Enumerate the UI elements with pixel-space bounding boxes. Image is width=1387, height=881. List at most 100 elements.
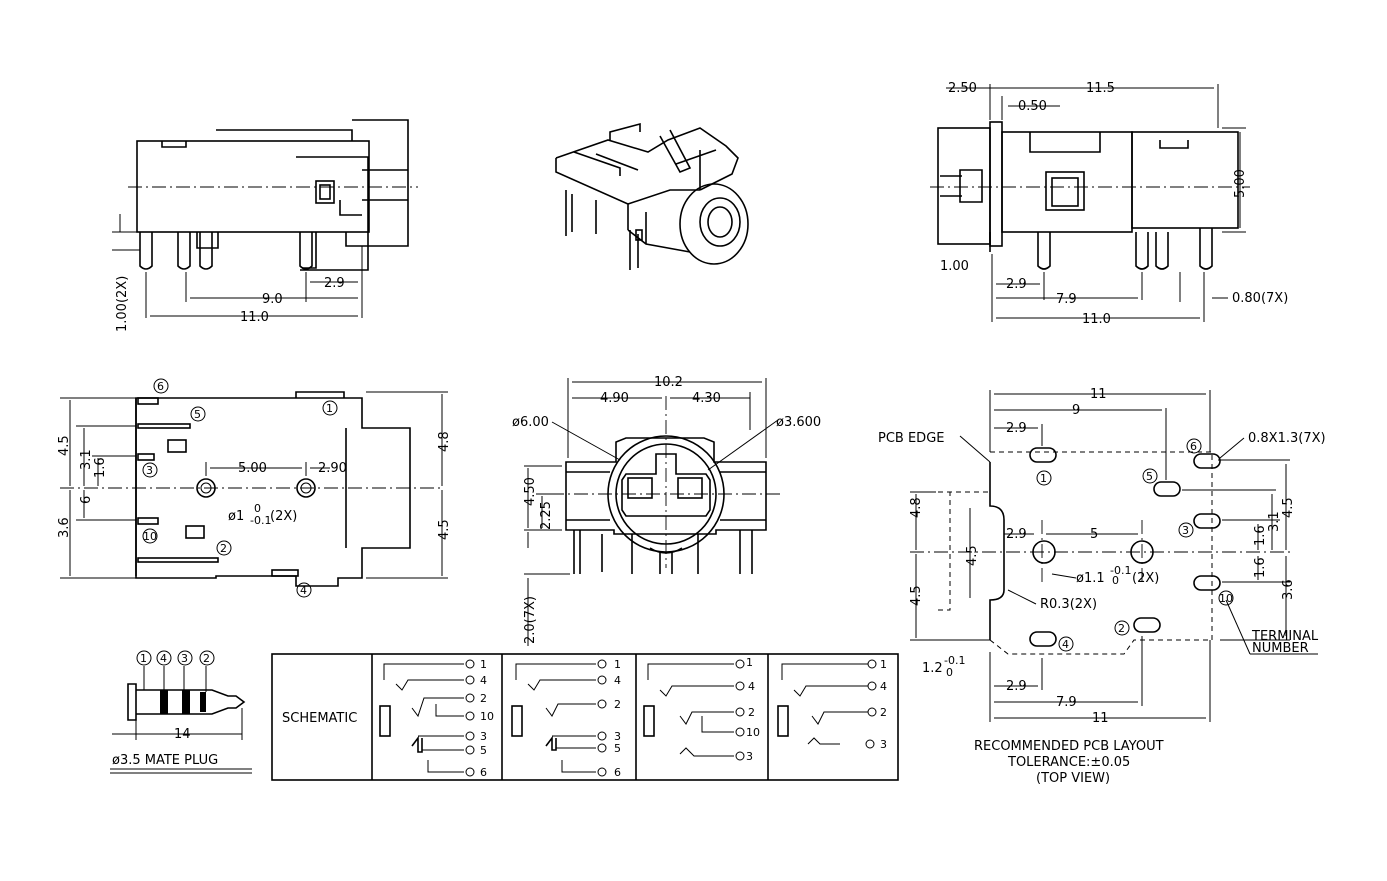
svg-text:1: 1 xyxy=(614,658,621,671)
hole-suffix: (2X) xyxy=(1132,571,1159,586)
svg-text:3: 3 xyxy=(880,738,887,751)
dim-2-90: 2.90 xyxy=(318,461,347,476)
side-view-left: 1.00(2X) 9.0 11.0 2.9 xyxy=(112,119,418,332)
dim-1-00: 1.00 xyxy=(940,259,969,274)
dim-3-6: 3.6 xyxy=(57,517,72,538)
dim-4-5: 4.5 xyxy=(57,435,72,456)
dim-11-5: 11.5 xyxy=(1086,81,1115,96)
dim-10-2: 10.2 xyxy=(654,375,683,390)
svg-text:3: 3 xyxy=(146,464,153,477)
dim-3-600: ø3.600 xyxy=(776,415,821,430)
dim-2-9: 2.9 xyxy=(1006,421,1027,436)
plug-caption: ø3.5 MATE PLUG xyxy=(112,753,218,768)
dim-6-00: ø6.00 xyxy=(512,415,549,430)
dim-3-1: 3.1 xyxy=(79,449,94,470)
svg-text:5: 5 xyxy=(1146,470,1153,483)
schematic-panel-1: 1 4 2 10 3 5 6 xyxy=(379,658,494,779)
svg-text:1: 1 xyxy=(140,652,147,665)
pcb-terminal-6: 6 xyxy=(1186,438,1202,454)
dim-1-2-tol0: 0 xyxy=(946,666,953,679)
dim-3-6: 3.6 xyxy=(1281,579,1296,600)
pcb-terminal-4: 4 xyxy=(1058,636,1074,652)
svg-text:4: 4 xyxy=(300,584,307,597)
dim-4-5-right: 4.5 xyxy=(1281,497,1296,518)
dim-0-50: 0.50 xyxy=(1018,99,1047,114)
front-view: 10.2 4.90 4.30 ø6.00 ø3.600 4.50 2.25 2.… xyxy=(512,375,821,646)
svg-text:4: 4 xyxy=(614,674,621,687)
dim-9-0: 9.0 xyxy=(262,292,283,307)
svg-text:5: 5 xyxy=(480,744,487,757)
svg-text:3: 3 xyxy=(480,730,487,743)
hole-suffix: (2X) xyxy=(270,509,297,524)
isometric-view xyxy=(555,122,749,270)
pcb-terminal-3: 3 xyxy=(1178,522,1194,538)
hole-label: ø1.1 xyxy=(1076,571,1105,586)
svg-text:10: 10 xyxy=(480,710,494,723)
svg-text:3: 3 xyxy=(181,652,188,665)
dim-4-8: 4.8 xyxy=(437,431,452,452)
svg-text:4: 4 xyxy=(160,652,167,665)
dim-11: 11 xyxy=(1090,387,1107,402)
terminal-3: 3 xyxy=(142,462,158,478)
svg-text:3: 3 xyxy=(614,730,621,743)
terminal-number-label-2: NUMBER xyxy=(1252,641,1309,656)
pcb-terminal-10: 10 xyxy=(1218,590,1234,606)
dim-9: 9 xyxy=(1072,403,1080,418)
pcb-terminal-5: 5 xyxy=(1142,468,1158,484)
dim-4-5b: 4.5 xyxy=(437,519,452,540)
plug-terminal-3: 3 xyxy=(177,650,193,666)
hole-tol-up: 0 xyxy=(254,502,261,515)
hole-tol-down: -0.1 xyxy=(250,514,271,527)
schematic-panel-2: 1 4 2 3 5 6 xyxy=(511,658,621,779)
pcb-caption-line2: TOLERANCE:±0.05 xyxy=(1007,755,1130,770)
svg-text:4: 4 xyxy=(748,680,755,693)
pcb-caption-line3: (TOP VIEW) xyxy=(1036,771,1110,786)
pcb-terminal-2: 2 xyxy=(1114,620,1130,636)
dim-1-6: 1.6 xyxy=(1253,525,1268,546)
svg-text:6: 6 xyxy=(1190,440,1197,453)
dim-11-0: 11.0 xyxy=(1082,312,1111,327)
dim-2-50: 2.50 xyxy=(948,81,977,96)
svg-text:2: 2 xyxy=(1118,622,1125,635)
svg-text:2: 2 xyxy=(748,706,755,719)
svg-text:4: 4 xyxy=(1062,638,1069,651)
terminal-4: 4 xyxy=(296,582,312,598)
dim-2-0: 2.0(7X) xyxy=(523,596,538,644)
terminal-number-label-1: TERMINAL xyxy=(1251,629,1319,644)
dim-5-00: 5.00 xyxy=(1233,169,1248,198)
schematic-table: SCHEMATIC 1 4 2 10 3 5 6 xyxy=(271,653,899,781)
svg-text:4: 4 xyxy=(880,680,887,693)
svg-text:10: 10 xyxy=(143,530,157,543)
hole-tol: -0.1 xyxy=(1110,564,1131,577)
dim-6: 6 xyxy=(79,496,94,504)
svg-text:1: 1 xyxy=(326,402,333,415)
dim-pin-length: 1.00(2X) xyxy=(115,276,130,332)
dim-7-9: 7.9 xyxy=(1056,292,1077,307)
dim-11-0: 11.0 xyxy=(240,310,269,325)
plug-terminal-2: 2 xyxy=(199,650,215,666)
side-view-right: 2.50 11.5 0.50 5.00 1.00 2.9 7.9 11.0 0.… xyxy=(930,81,1288,327)
dim-1-2: 1.2 xyxy=(922,661,943,676)
dim-4-8: 4.8 xyxy=(909,497,924,518)
schematic-panel-3: 1 4 2 10 3 xyxy=(643,656,760,763)
dim-2-9: 2.9 xyxy=(1006,277,1027,292)
svg-text:1: 1 xyxy=(1040,472,1047,485)
schematic-panel-4: 1 4 2 3 xyxy=(777,658,887,751)
dim-4-5-lower: 4.5 xyxy=(909,585,924,606)
terminal-10: 10 xyxy=(142,528,158,544)
terminal-1: 1 xyxy=(322,400,338,416)
dim-4-5-inner: 4.5 xyxy=(965,545,980,566)
dim-7-9: 7.9 xyxy=(1056,695,1077,710)
plug-terminal-4: 4 xyxy=(156,650,172,666)
svg-text:10: 10 xyxy=(1219,592,1233,605)
dim-4-90: 4.90 xyxy=(600,391,629,406)
dim-5-00: 5.00 xyxy=(238,461,267,476)
dim-2-9b: 2.9 xyxy=(1006,527,1027,542)
dim-1-2-tol: -0.1 xyxy=(944,654,965,667)
svg-text:4: 4 xyxy=(480,674,487,687)
pcb-layout: 11 9 2.9 4.8 4.5 4.5 5 2.9 4.5 3.1 1.6 1… xyxy=(878,387,1326,786)
dim-2-25: 2.25 xyxy=(539,501,554,530)
svg-text:3: 3 xyxy=(1182,524,1189,537)
svg-text:10: 10 xyxy=(746,726,760,739)
